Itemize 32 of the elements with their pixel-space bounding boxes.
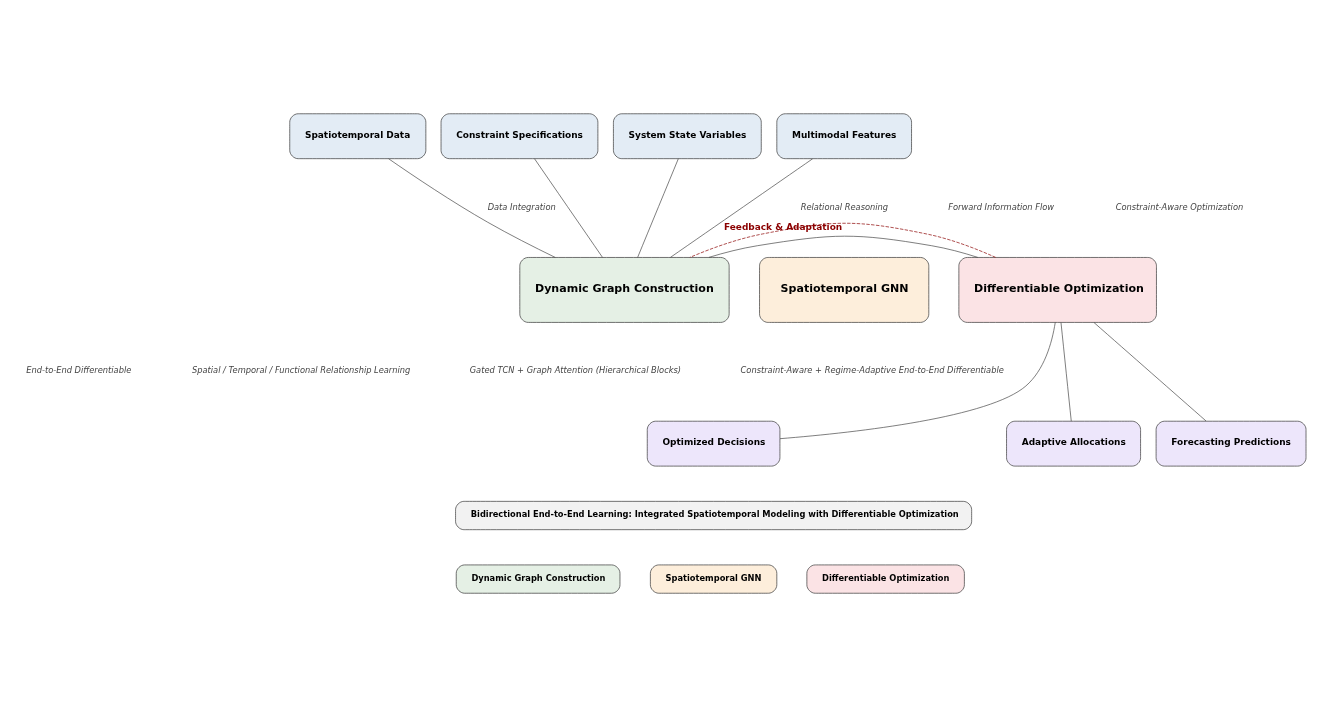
node-box: Multimodal Features — [776, 112, 912, 159]
label: Constraint-Aware + Regime-Adaptive End-to-End Differentiable — [740, 364, 1004, 375]
node-box: System State Variables — [613, 112, 762, 159]
node-box: Adaptive Allocations — [1006, 420, 1141, 466]
node-box: Spatiotemporal Data — [289, 112, 427, 159]
node-box: Optimized Decisions — [646, 420, 781, 466]
node-box: Forecasting Predictions — [1155, 420, 1307, 466]
connector — [779, 321, 1056, 439]
label: Relational Reasoning — [800, 201, 889, 212]
connector — [689, 222, 997, 258]
node-box: Bidirectional End-to-End Learning: Integrated Spatiotemporal Modeling with Differentiable Optimization — [455, 500, 972, 530]
connector — [637, 157, 679, 258]
edge-label: Feedback & Adaptation — [723, 221, 843, 232]
node-box: Constraint Specifications — [440, 112, 599, 159]
connector — [1060, 321, 1072, 421]
connector — [670, 157, 814, 258]
node-box: Spatiotemporal GNN — [650, 564, 778, 594]
node-box: Spatiotemporal GNN — [759, 256, 930, 323]
connector — [1093, 321, 1207, 421]
connector — [388, 157, 556, 258]
label: End-to-End Differentiable — [26, 364, 132, 375]
label: Spatial / Temporal / Functional Relationship Learning — [191, 364, 411, 375]
label: Gated TCN + Graph Attention (Hierarchical Blocks) — [469, 364, 682, 375]
node-box: Dynamic Graph Construction — [455, 564, 621, 594]
connector — [708, 235, 979, 258]
edge-label: Data Integration — [487, 201, 556, 212]
node-box: Dynamic Graph Construction — [519, 256, 730, 323]
node-box: Differentiable Optimization — [958, 256, 1157, 323]
node-box: Differentiable Optimization — [806, 564, 965, 594]
label: Forward Information Flow — [948, 201, 1055, 212]
label: Constraint-Aware Optimization — [1115, 201, 1244, 212]
connector — [534, 157, 603, 258]
